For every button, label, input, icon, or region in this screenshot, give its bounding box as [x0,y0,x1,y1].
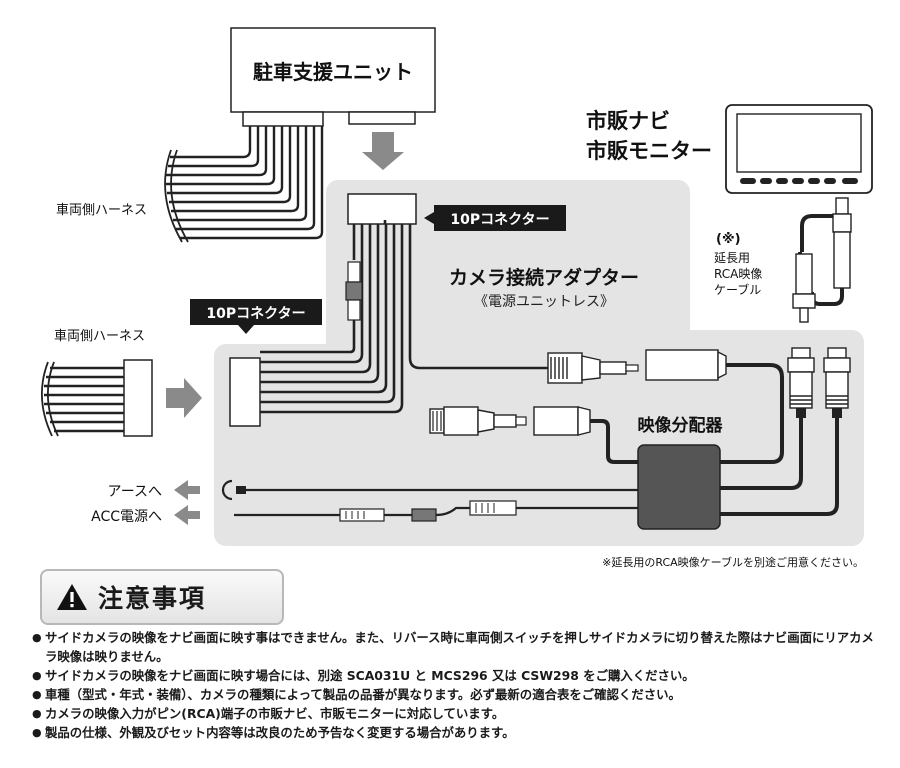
extension-cable [792,197,852,323]
rca-cable-lower [429,406,640,464]
notice-item: カメラの映像入力がピン(RCA)端子の市販ナビ、市販モニターに対応しています。 [32,704,882,723]
vehicle-harness-top-label: 車両側ハーネス [56,203,147,218]
adapter-connector-top [347,193,417,225]
notice-item: サイドカメラの映像をナビ画面に映す場合には、別途 SCA031U と MCS29… [32,666,882,685]
wiring-diagram: 駐車支援ユニット 車両側ハーネス 10Pコネクター [40,27,873,569]
connector-left-label: 10Pコネクター [206,306,305,322]
ext-cable-line3: ケーブル [714,282,761,297]
parking-unit-label: 駐車支援ユニット [253,60,413,84]
unit-connector-right [348,111,416,125]
rca-cable-upper [547,349,784,464]
parking-unit-box [230,27,436,113]
connector-left-tag [190,299,322,325]
monitor-label-2: 市販モニター [586,139,712,163]
acc-label: ACC電源へ [91,509,162,525]
adapter-title: カメラ接続アダプター [449,266,639,289]
top-harness-wires [164,126,324,243]
arrow-down [362,132,404,170]
unit-connector-left [242,111,324,127]
splitter-label: 映像分配器 [638,415,724,436]
connector-top-tag [434,205,566,231]
warning-icon [57,584,87,610]
acc-connectors [339,500,517,522]
footnote: ※延長用のRCA映像ケーブルを別途ご用意ください。 [602,555,864,569]
notice-header: 注意事項 [40,569,284,625]
output-rca-plugs [720,347,851,516]
monitor [725,104,873,194]
arrow-right [166,378,202,418]
harness-connector-left [123,359,153,437]
connector-left-pointer [238,325,254,334]
ground-terminal-icon [221,479,246,501]
connector-top-pointer [424,212,434,224]
video-splitter [637,444,721,530]
notice-item: サイドカメラの映像をナビ画面に映す事はできません。また、リバース時に車両側スイッ… [32,628,882,666]
power-wires [234,488,638,517]
inline-fuse [345,261,363,321]
arrow-acc [174,505,200,525]
ext-cable-line2: RCA映像 [714,267,762,281]
notice-title: 注意事項 [98,584,207,613]
ext-cable-line1: 延長用 [714,251,750,265]
adapter-wires [260,220,548,414]
ext-cable-mark: (※) [716,232,741,247]
adapter-connector-left [229,357,261,427]
notice-item: 製品の仕様、外観及びセット内容等は改良のため予告なく変更する場合があります。 [32,723,882,742]
left-harness-wires [40,361,124,437]
connector-top-label: 10Pコネクター [450,212,549,228]
monitor-label-1: 市販ナビ [586,109,670,133]
arrow-ground [174,480,200,500]
adapter-subtitle: 《電源ユニットレス》 [474,294,614,310]
vehicle-harness-left-label: 車両側ハーネス [54,329,145,344]
notice-item: 車種（型式・年式・装備）、カメラの種類によって製品の品番が異なります。必ず最新の… [32,685,882,704]
notice-list: サイドカメラの映像をナビ画面に映す事はできません。また、リバース時に車両側スイッ… [32,628,882,742]
ground-label: アースへ [108,484,162,500]
